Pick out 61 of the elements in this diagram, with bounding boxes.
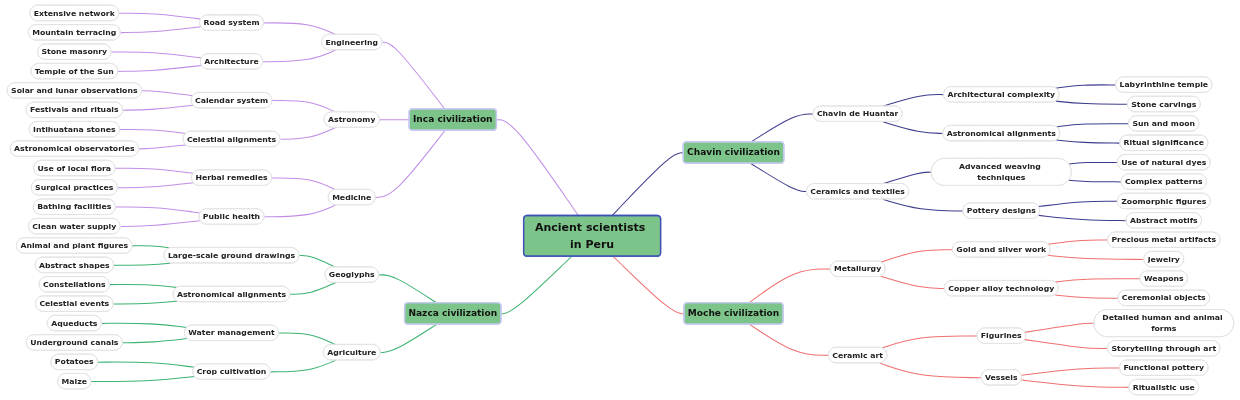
connector (121, 104, 194, 111)
connector (90, 375, 195, 383)
connector (118, 128, 186, 135)
connector (114, 206, 201, 214)
connector (1055, 123, 1129, 128)
connector (1067, 179, 1122, 183)
connector (131, 245, 171, 249)
connector (495, 119, 579, 217)
connector (1020, 367, 1120, 376)
connector (121, 338, 188, 344)
connector (1055, 139, 1121, 144)
connector (1037, 200, 1118, 208)
connector (108, 284, 178, 289)
connector (1067, 161, 1118, 165)
connector (379, 323, 437, 353)
connector (878, 362, 982, 379)
connector (748, 323, 829, 356)
connector (747, 268, 831, 304)
connector (1024, 322, 1095, 333)
connector (137, 144, 186, 150)
connector (263, 204, 336, 218)
connector (119, 220, 201, 227)
connector (262, 22, 336, 36)
connector (381, 41, 445, 110)
connector (500, 256, 572, 315)
connector (880, 335, 978, 349)
connector (100, 322, 188, 329)
connector (749, 162, 807, 193)
connector (1054, 294, 1119, 299)
connector (1024, 339, 1108, 350)
connector (1054, 84, 1116, 89)
connector (96, 361, 195, 368)
connector (110, 51, 202, 59)
connector (289, 282, 336, 295)
connector (879, 275, 945, 290)
connector (112, 300, 178, 305)
connector (117, 64, 202, 72)
connector (277, 332, 336, 346)
connector (1047, 239, 1108, 245)
connector (374, 130, 445, 198)
connector (261, 49, 336, 63)
connector (1047, 254, 1145, 260)
connector (1020, 379, 1130, 388)
connector (269, 359, 336, 373)
connector (112, 262, 171, 266)
connector (140, 90, 194, 97)
connector (271, 99, 336, 113)
connector (116, 182, 194, 189)
connector (279, 127, 336, 140)
connector (881, 198, 964, 212)
connector (881, 121, 944, 134)
connector (879, 249, 953, 263)
connector (114, 167, 194, 174)
connector (118, 12, 201, 20)
connector (1037, 214, 1127, 222)
connector (298, 254, 336, 268)
connector (270, 177, 336, 191)
connector (119, 26, 201, 34)
connector (1054, 100, 1128, 105)
connector (377, 274, 437, 304)
connector (1054, 278, 1141, 283)
